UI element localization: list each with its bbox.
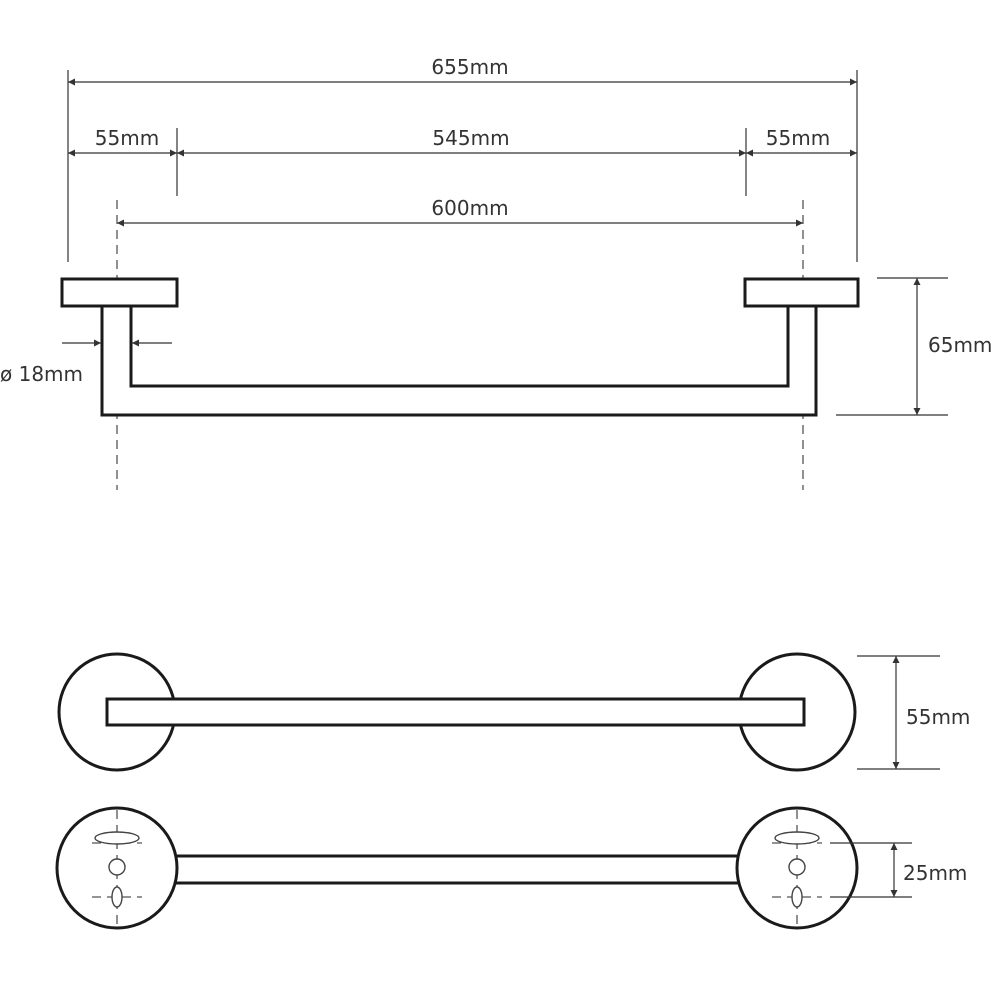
dimension-left-base: 55mm <box>95 126 159 150</box>
top-view: 55mm <box>57 652 970 772</box>
mounting-slot-left-bottom <box>111 886 123 908</box>
base-plate-left-side <box>60 277 179 308</box>
dimension-hole-spacing: 25mm <box>903 861 967 885</box>
base-plate-right-side <box>743 277 860 308</box>
dimension-bar-diameter: ø 18mm <box>0 362 83 386</box>
towel-bar-side-profile <box>100 304 818 417</box>
dimension-right-base: 55mm <box>766 126 830 150</box>
screw-hole-right <box>788 858 806 876</box>
mounting-slot-left-top <box>94 831 140 845</box>
dimension-overall-width: 655mm <box>431 55 508 79</box>
mounting-slot-right-bottom <box>791 886 803 908</box>
dimension-mount-spacing: 600mm <box>431 196 508 220</box>
side-view: 655mm 55mm 545mm 55mm 600mm ø 18mm 65mm <box>0 55 992 490</box>
mounting-slot-right-top <box>774 831 820 845</box>
towel-bar-back <box>158 854 762 885</box>
screw-hole-left <box>108 858 126 876</box>
dimension-depth: 65mm <box>928 333 992 357</box>
mounting-view: 25mm <box>55 806 967 930</box>
dimension-inner-span: 545mm <box>432 126 509 150</box>
towel-bar-top <box>105 697 806 727</box>
dimension-plate-diameter: 55mm <box>906 705 970 729</box>
